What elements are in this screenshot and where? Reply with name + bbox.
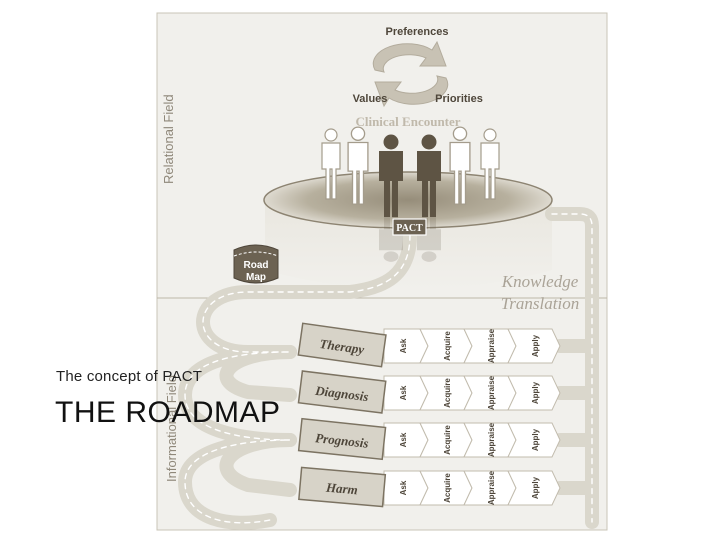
step-label-ask: Ask	[399, 480, 408, 495]
step-label-acquire: Acquire	[443, 473, 452, 503]
step-apply-chevron	[507, 470, 561, 506]
step-label-apply: Apply	[531, 334, 540, 357]
slide-title: THE ROADMAP	[55, 396, 281, 429]
step-label-apply: Apply	[531, 476, 540, 499]
step-label-apply: Apply	[531, 428, 540, 451]
step-apply-chevron	[507, 328, 561, 364]
question-box-therapy	[297, 322, 387, 368]
question-label-diagnosis: Diagnosis	[313, 383, 369, 405]
step-label-appraise: Appraise	[487, 375, 496, 410]
question-label-harm: Harm	[324, 480, 358, 498]
road-map-sign: Road Map	[233, 244, 279, 284]
row-diagnosis: Ask Acquire Appraise Apply Diagnosis	[297, 370, 561, 414]
knowledge-translation-line1: Knowledge	[501, 272, 579, 291]
question-box-diagnosis	[297, 370, 387, 414]
clinical-encounter-label: Clinical Encounter	[355, 114, 460, 129]
step-label-ask: Ask	[399, 338, 408, 353]
informational-field-label: Informational Field	[164, 375, 179, 482]
cycle-label-preferences: Preferences	[386, 26, 449, 38]
road-map-line2: Map	[246, 272, 266, 283]
pact-tag	[392, 218, 427, 236]
road-map-line1: Road	[244, 260, 269, 271]
slide-caption: The concept of PACT	[56, 368, 203, 385]
row-prognosis: Ask Acquire Appraise Apply Prognosis	[297, 417, 561, 461]
step-label-ask: Ask	[399, 432, 408, 447]
cycle-label-values: Values	[353, 93, 388, 105]
step-apply-chevron	[507, 422, 561, 458]
knowledge-translation-line2: Translation	[501, 294, 579, 313]
cycle-label-priorities: Priorities	[435, 93, 483, 105]
pact-label: PACT	[396, 223, 423, 234]
question-box-harm	[298, 466, 387, 508]
step-label-apply: Apply	[531, 381, 540, 404]
question-label-prognosis: Prognosis	[315, 430, 370, 451]
step-label-acquire: Acquire	[443, 378, 452, 408]
step-label-appraise: Appraise	[487, 470, 496, 505]
cycle-arrows-icon	[372, 40, 449, 108]
question-box-prognosis	[297, 417, 387, 461]
step-label-acquire: Acquire	[443, 331, 452, 361]
relational-field-label: Relational Field	[161, 94, 176, 184]
row-harm: Ask Acquire Appraise Apply Harm	[298, 466, 561, 508]
row-therapy: Ask Acquire Appraise Apply Therapy	[297, 322, 561, 368]
step-label-appraise: Appraise	[487, 328, 496, 363]
road-network	[178, 207, 599, 530]
step-label-ask: Ask	[399, 385, 408, 400]
step-label-acquire: Acquire	[443, 425, 452, 455]
question-label-therapy: Therapy	[319, 336, 366, 357]
step-label-appraise: Appraise	[487, 422, 496, 457]
step-apply-chevron	[507, 375, 561, 411]
